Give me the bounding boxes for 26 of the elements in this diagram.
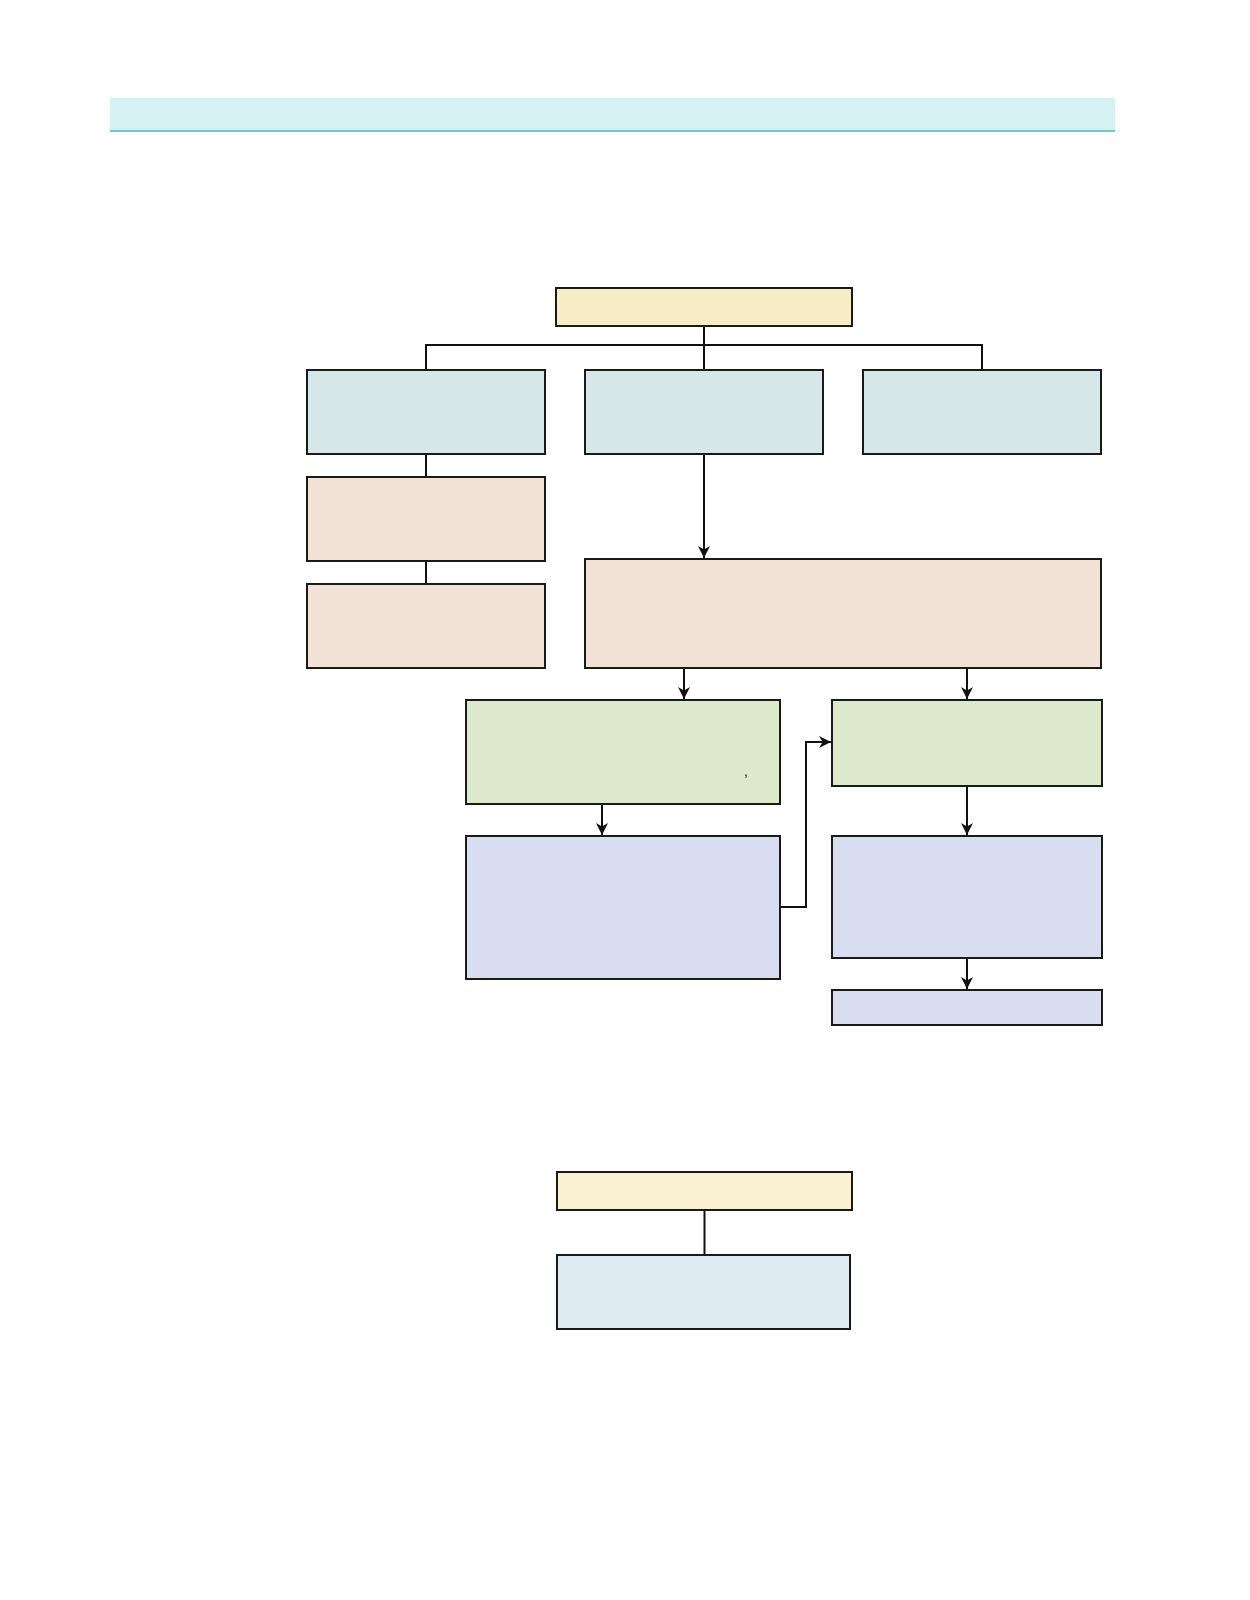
arrow [961, 668, 973, 700]
process-box [306, 369, 546, 455]
box-text: , [743, 763, 748, 778]
connector-line [703, 1210, 706, 1255]
process-box [584, 558, 1102, 669]
process-box [306, 476, 546, 562]
process-box [831, 835, 1103, 959]
connector-line [703, 326, 983, 370]
process-box [831, 989, 1103, 1026]
connector-line [425, 561, 427, 584]
process-box [465, 699, 781, 805]
process-box [862, 369, 1102, 455]
arrow [961, 786, 973, 836]
process-box [556, 1171, 853, 1211]
arrow [596, 804, 608, 836]
process-box [555, 287, 853, 327]
process-box [556, 1254, 851, 1330]
arrow [780, 736, 832, 908]
process-box [306, 583, 546, 669]
arrow [698, 454, 710, 559]
process-box [584, 369, 824, 455]
arrow [961, 958, 973, 990]
connector-line [425, 454, 427, 477]
process-box [465, 835, 781, 980]
process-box [831, 699, 1103, 787]
arrow [678, 668, 690, 700]
